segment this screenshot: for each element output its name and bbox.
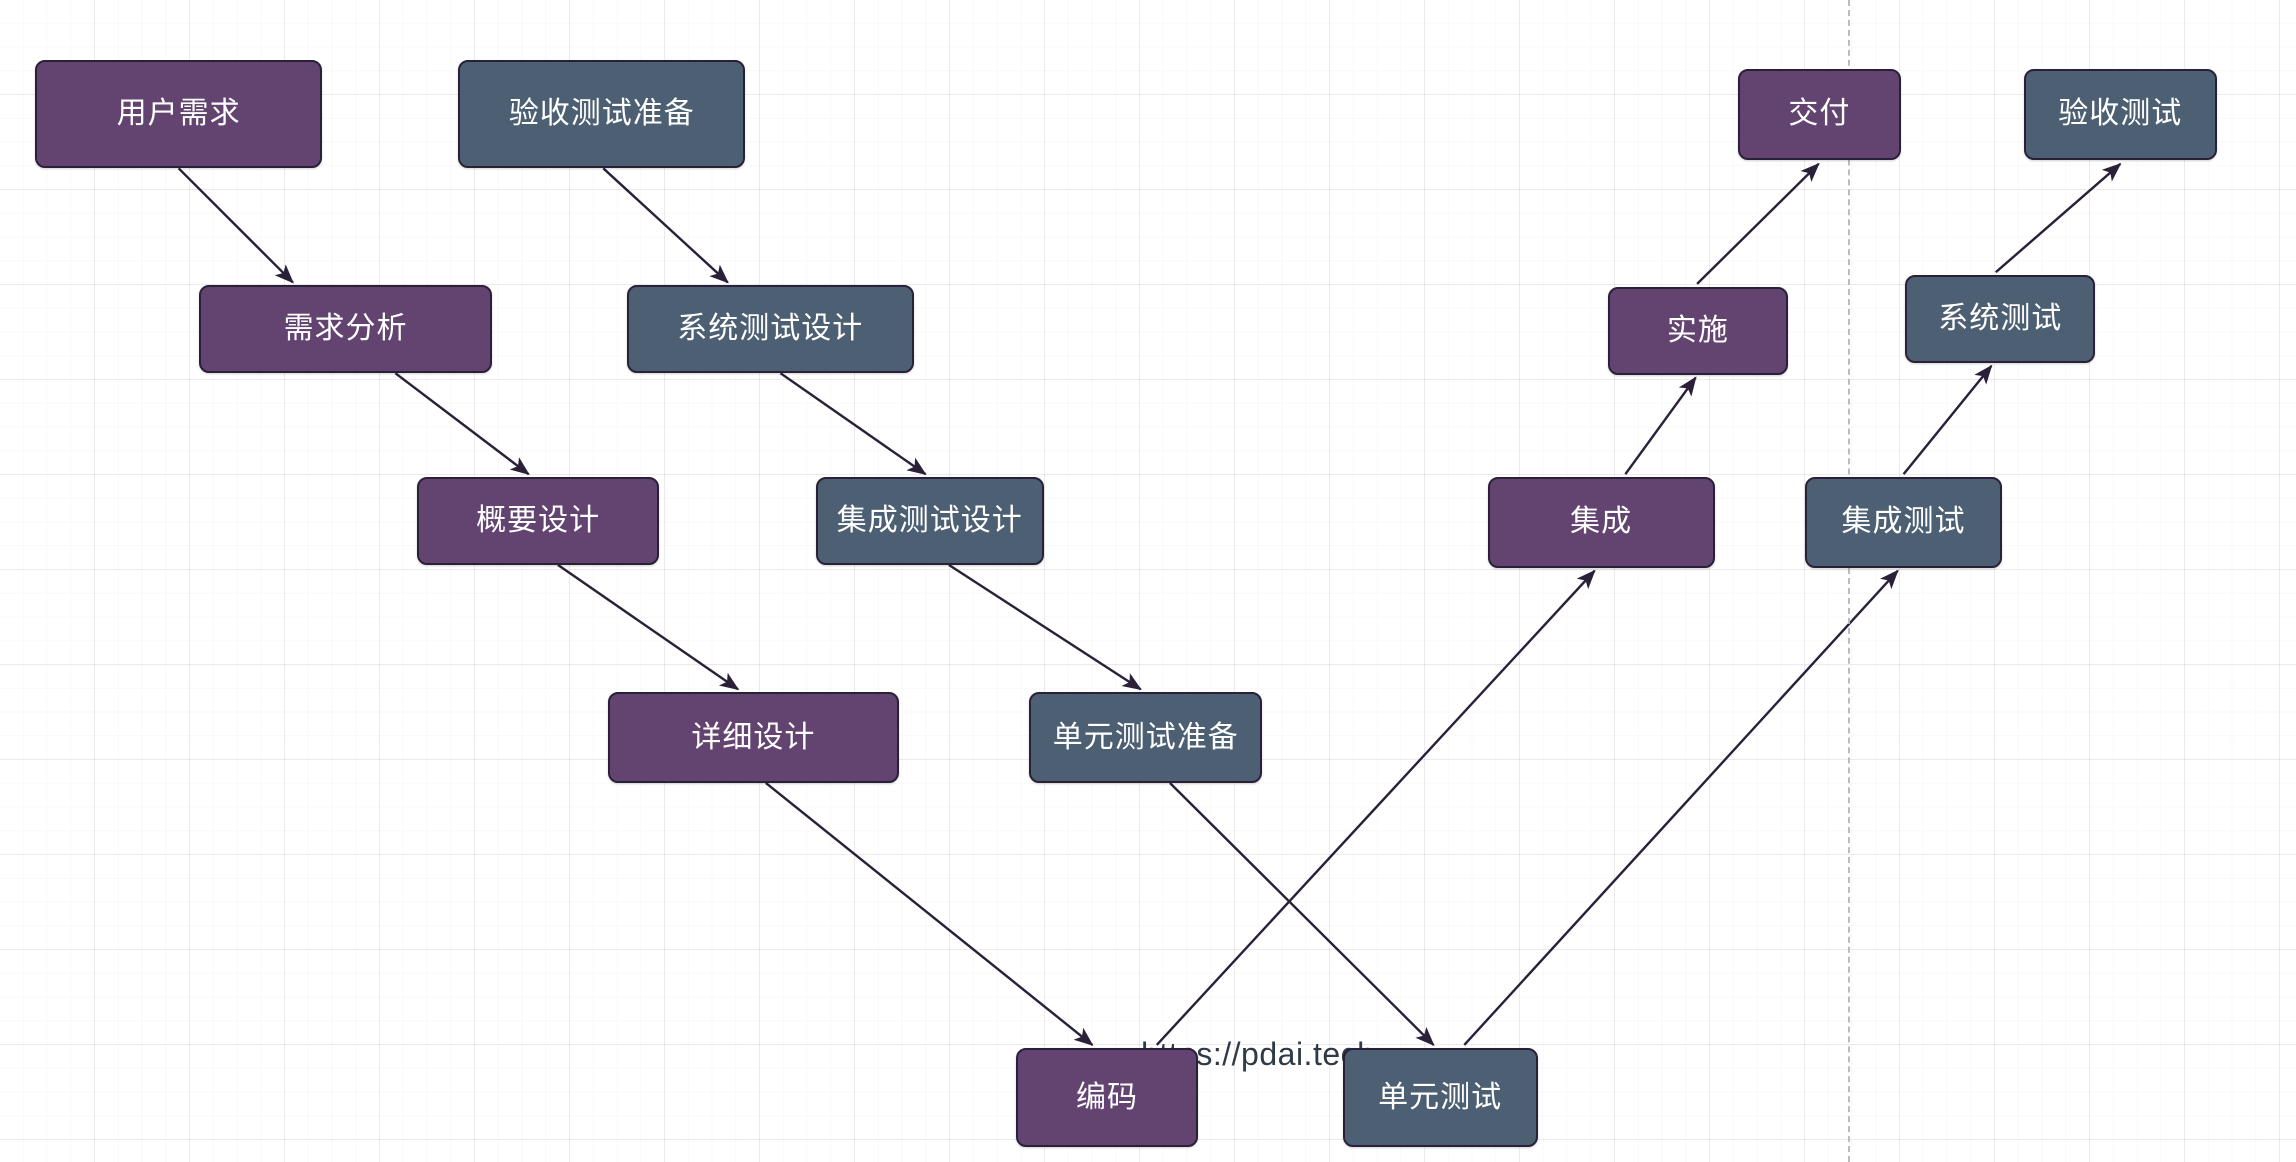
node-detailed-design[interactable]: 详细设计 bbox=[607, 692, 900, 783]
node-integration[interactable]: 集成 bbox=[1487, 477, 1715, 568]
edge-e-unittest-integtest bbox=[1463, 569, 1899, 1046]
node-label: 交付 bbox=[1788, 97, 1851, 131]
node-label: 用户需求 bbox=[116, 97, 241, 131]
edge-e-unitprep-unittest bbox=[1169, 782, 1435, 1046]
node-system-test-design[interactable]: 系统测试设计 bbox=[626, 285, 914, 374]
node-label: 单元测试 bbox=[1378, 1080, 1503, 1114]
edge-e-acctestprep-systestdes bbox=[602, 167, 729, 284]
edge-e-reqanalysis-outline bbox=[394, 372, 530, 476]
edge-e-userreq-reqanalysis bbox=[177, 167, 294, 284]
node-coding[interactable]: 编码 bbox=[1016, 1047, 1198, 1148]
node-label: 实施 bbox=[1666, 313, 1729, 347]
edge-e-systest-acctest bbox=[1995, 162, 2122, 274]
node-acceptance-test-prep[interactable]: 验收测试准备 bbox=[458, 60, 746, 169]
node-label: 集成测试 bbox=[1841, 505, 1966, 539]
node-label: 集成测试设计 bbox=[836, 503, 1023, 537]
node-acceptance-test[interactable]: 验收测试 bbox=[2023, 68, 2217, 160]
edge-e-outline-detailed bbox=[557, 563, 740, 691]
edge-e-systestdes-integtestdes bbox=[779, 372, 927, 476]
node-label: 验收测试 bbox=[2058, 97, 2183, 131]
node-label: 详细设计 bbox=[691, 720, 816, 754]
node-label: 概要设计 bbox=[476, 503, 601, 537]
node-implementation[interactable]: 实施 bbox=[1607, 286, 1788, 375]
node-requirement-analysis[interactable]: 需求分析 bbox=[199, 285, 492, 374]
edge-e-impl-delivery bbox=[1696, 162, 1820, 285]
node-label: 集成 bbox=[1570, 505, 1633, 539]
edge-e-coding-integration bbox=[1155, 569, 1596, 1046]
node-integration-test-design[interactable]: 集成测试设计 bbox=[815, 477, 1045, 565]
node-integration-test[interactable]: 集成测试 bbox=[1805, 477, 2002, 568]
edge-e-integtest-systest bbox=[1902, 364, 1993, 475]
node-label: 编码 bbox=[1075, 1080, 1138, 1114]
node-label: 单元测试准备 bbox=[1052, 720, 1239, 754]
node-outline-design[interactable]: 概要设计 bbox=[417, 477, 659, 565]
phase-divider-line bbox=[1848, 0, 1850, 1162]
node-label: 验收测试准备 bbox=[508, 97, 695, 131]
node-label: 需求分析 bbox=[283, 312, 408, 346]
node-label: 系统测试 bbox=[1938, 302, 2063, 336]
edge-e-integtestdes-unitprep bbox=[948, 563, 1142, 691]
node-delivery[interactable]: 交付 bbox=[1738, 68, 1901, 160]
node-user-requirements[interactable]: 用户需求 bbox=[35, 60, 323, 169]
node-unit-test[interactable]: 单元测试 bbox=[1342, 1047, 1538, 1148]
edge-e-detailed-coding bbox=[765, 782, 1094, 1046]
edge-e-integration-impl bbox=[1624, 376, 1697, 475]
node-unit-test-prep[interactable]: 单元测试准备 bbox=[1029, 692, 1263, 783]
node-system-test[interactable]: 系统测试 bbox=[1905, 275, 2096, 363]
node-label: 系统测试设计 bbox=[677, 312, 864, 346]
